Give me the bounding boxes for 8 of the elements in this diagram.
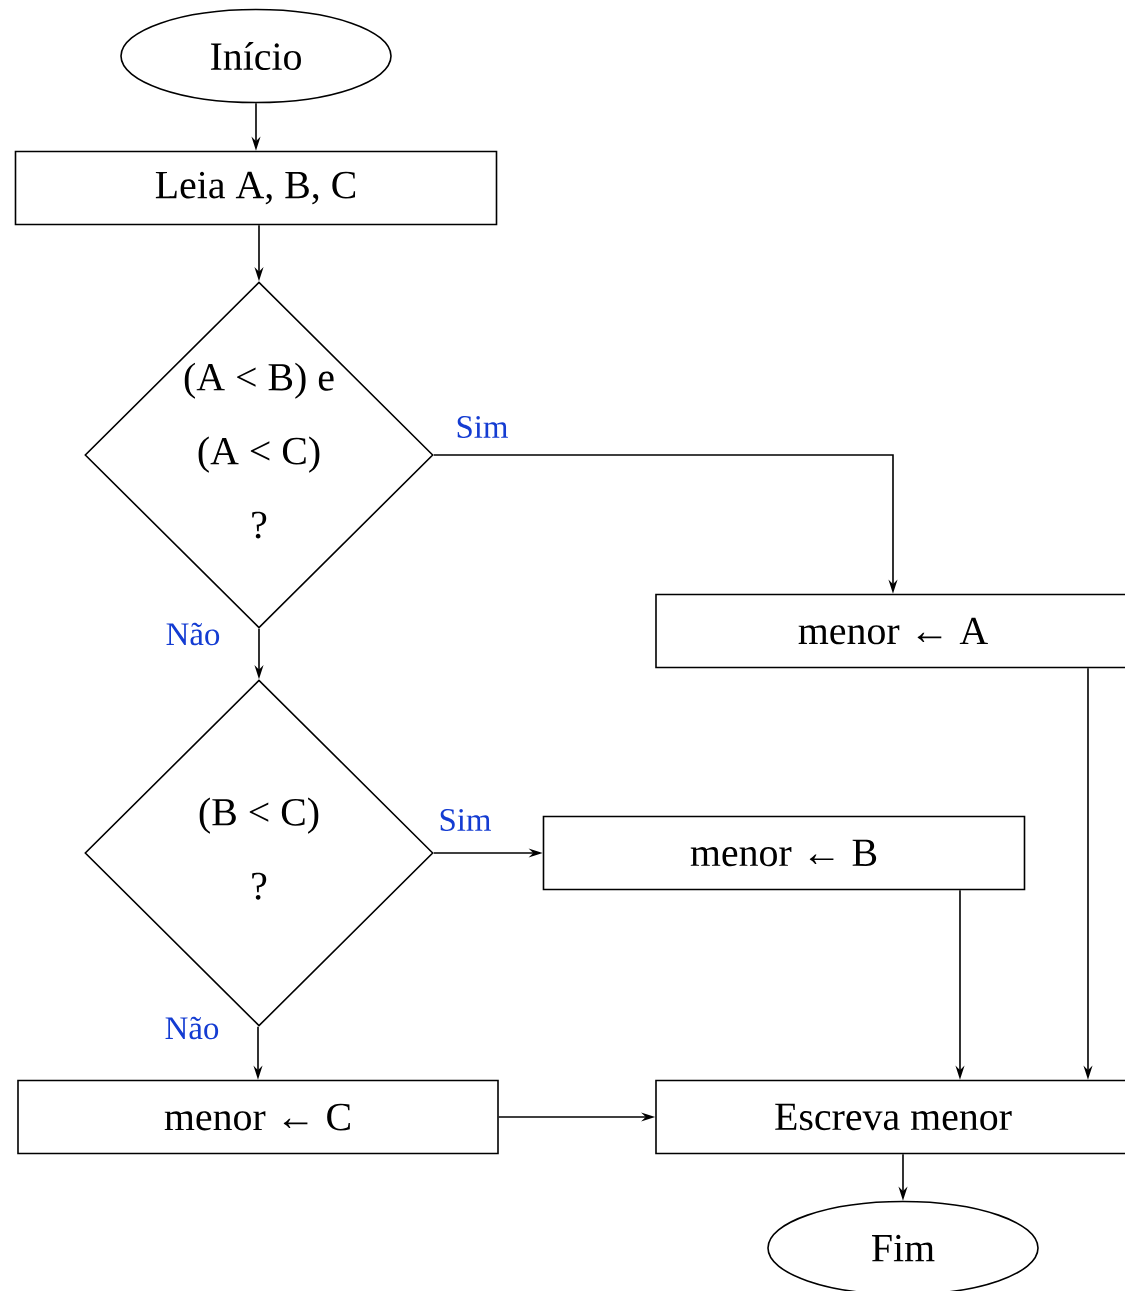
process-box: menor ← A — [655, 593, 1125, 669]
process-box: menor ← C — [17, 1079, 499, 1155]
process-box: Escreva menor — [655, 1079, 1125, 1155]
edge-label: Sim — [454, 414, 510, 440]
process-box: menor ← B — [542, 815, 1026, 891]
process-box: Leia A, B, C — [14, 150, 498, 226]
edge-label: Sim — [437, 807, 493, 833]
terminal-oval: Início — [120, 8, 392, 104]
